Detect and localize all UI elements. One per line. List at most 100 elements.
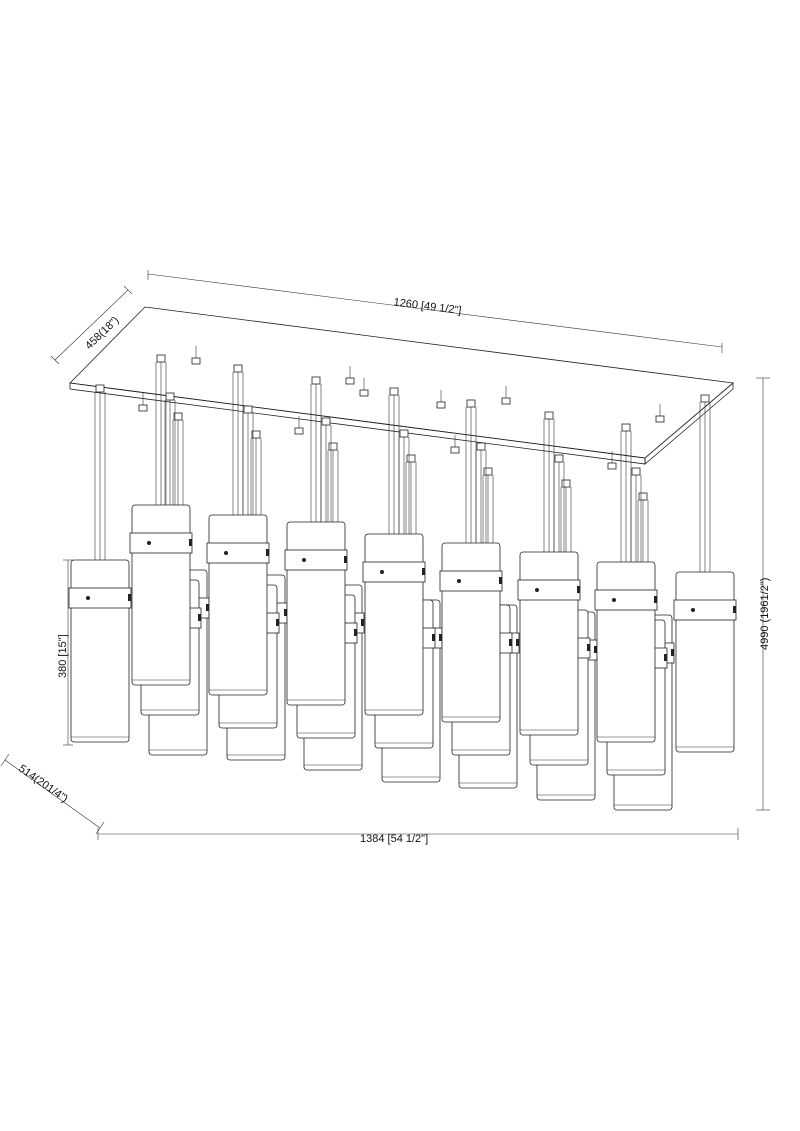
- pendant-screw: [86, 596, 90, 600]
- pendant-18: [284, 376, 348, 706]
- canopy-fitting: [359, 389, 369, 397]
- canopy-fitting: [138, 404, 148, 412]
- canopy-fitting: [501, 397, 511, 405]
- canopy-depth-label: 458(18"): [83, 314, 121, 352]
- shade-height-dimension: 380 [15"]: [57, 559, 73, 746]
- pendant-mount: [321, 417, 331, 426]
- pendant-clip: [671, 649, 674, 656]
- pendant-clip: [439, 634, 442, 641]
- overall-width-label: 1384 [54 1/2"]: [360, 833, 428, 845]
- pendant-23: [673, 394, 737, 753]
- pendant-clip: [499, 577, 502, 584]
- overall-depth-label: 514(201/4"): [16, 763, 70, 806]
- pendant-screw: [380, 570, 384, 574]
- pendant-shade: [131, 504, 191, 686]
- pendant-band: [206, 542, 270, 564]
- pendant-mount: [95, 384, 105, 393]
- pendant-screw: [691, 608, 695, 612]
- canopy-plate: [69, 306, 734, 465]
- pendant-shade: [208, 514, 268, 696]
- pendant-clip: [276, 619, 279, 626]
- pendant-screw: [147, 541, 151, 545]
- pendant-band: [284, 549, 348, 571]
- pendant-group: [68, 346, 737, 811]
- pendant-mount: [389, 387, 399, 396]
- pendant-mount: [251, 430, 261, 439]
- pendant-clip: [587, 644, 590, 651]
- pendant-21: [517, 411, 581, 736]
- canopy-length-label: 1260 [49 1/2"]: [393, 296, 462, 317]
- pendant-20: [439, 399, 503, 723]
- overall-height-dimension: 4990 (1961/2"): [756, 377, 771, 811]
- canopy-fitting: [294, 427, 304, 435]
- pendant-mount: [631, 467, 641, 476]
- pendant-band: [517, 579, 581, 601]
- overall-width-dimension: 1384 [54 1/2"]: [97, 828, 739, 845]
- pendant-mount: [311, 376, 321, 385]
- pendant-clip: [128, 594, 131, 601]
- pendant-band: [68, 587, 132, 609]
- pendant-mount: [328, 442, 338, 451]
- pendant-clip: [354, 629, 357, 636]
- pendant-mount: [621, 423, 631, 432]
- pendant-band: [439, 570, 503, 592]
- pendant-clip: [594, 646, 597, 653]
- pendant-shade: [70, 559, 130, 743]
- pendant-screw: [302, 558, 306, 562]
- pendant-mount: [399, 429, 409, 438]
- pendant-shade: [596, 561, 656, 743]
- pendant-shade: [675, 571, 735, 753]
- pendant-mount: [638, 492, 648, 501]
- pendant-clip: [198, 614, 201, 621]
- pendant-screw: [612, 598, 616, 602]
- canopy-fitting: [345, 377, 355, 385]
- canopy-fitting: [450, 446, 460, 454]
- pendant-mount: [243, 405, 253, 414]
- pendant-16: [129, 354, 193, 686]
- overall-height-label: 4990 (1961/2"): [759, 578, 771, 650]
- pendant-22: [594, 423, 658, 743]
- canopy-depth-dimension: 458(18"): [50, 285, 133, 365]
- canopy-fitting: [436, 401, 446, 409]
- pendant-15: [68, 384, 132, 743]
- pendant-clip: [654, 596, 657, 603]
- pendant-band: [362, 561, 426, 583]
- pendant-shade: [286, 521, 346, 706]
- pendant-clip: [733, 606, 736, 613]
- canopy-fitting: [655, 415, 665, 423]
- pendant-mount: [476, 442, 486, 451]
- shade-height-label: 380 [15"]: [57, 634, 69, 678]
- pendant-mount: [173, 412, 183, 421]
- pendant-clip: [577, 586, 580, 593]
- canopy-length-dimension: 1260 [49 1/2"]: [147, 270, 723, 353]
- pendant-screw: [457, 579, 461, 583]
- pendant-mount: [233, 364, 243, 373]
- pendant-mount: [544, 411, 554, 420]
- pendant-clip: [284, 609, 287, 616]
- pendant-mount: [406, 454, 416, 463]
- overall-depth-dimension: 514(201/4"): [0, 753, 105, 835]
- pendant-shade: [441, 542, 501, 723]
- pendant-shade: [519, 551, 579, 736]
- canopy-fitting: [191, 357, 201, 365]
- pendant-mount: [156, 354, 166, 363]
- pendant-mount: [483, 467, 493, 476]
- pendant-mount: [466, 399, 476, 408]
- pendant-mount: [561, 479, 571, 488]
- pendant-clip: [189, 539, 192, 546]
- pendant-band: [594, 589, 658, 611]
- pendant-clip: [516, 639, 519, 646]
- pendant-clip: [361, 619, 364, 626]
- pendant-clip: [206, 604, 209, 611]
- pendant-mount: [165, 392, 175, 401]
- pendant-17: [206, 364, 270, 696]
- pendant-clip: [664, 654, 667, 661]
- pendant-screw: [535, 588, 539, 592]
- pendant-screw: [224, 551, 228, 555]
- pendant-clip: [422, 568, 425, 575]
- pendant-19: [362, 387, 426, 716]
- pendant-clip: [509, 639, 512, 646]
- pendant-clip: [344, 556, 347, 563]
- pendant-band: [129, 532, 193, 554]
